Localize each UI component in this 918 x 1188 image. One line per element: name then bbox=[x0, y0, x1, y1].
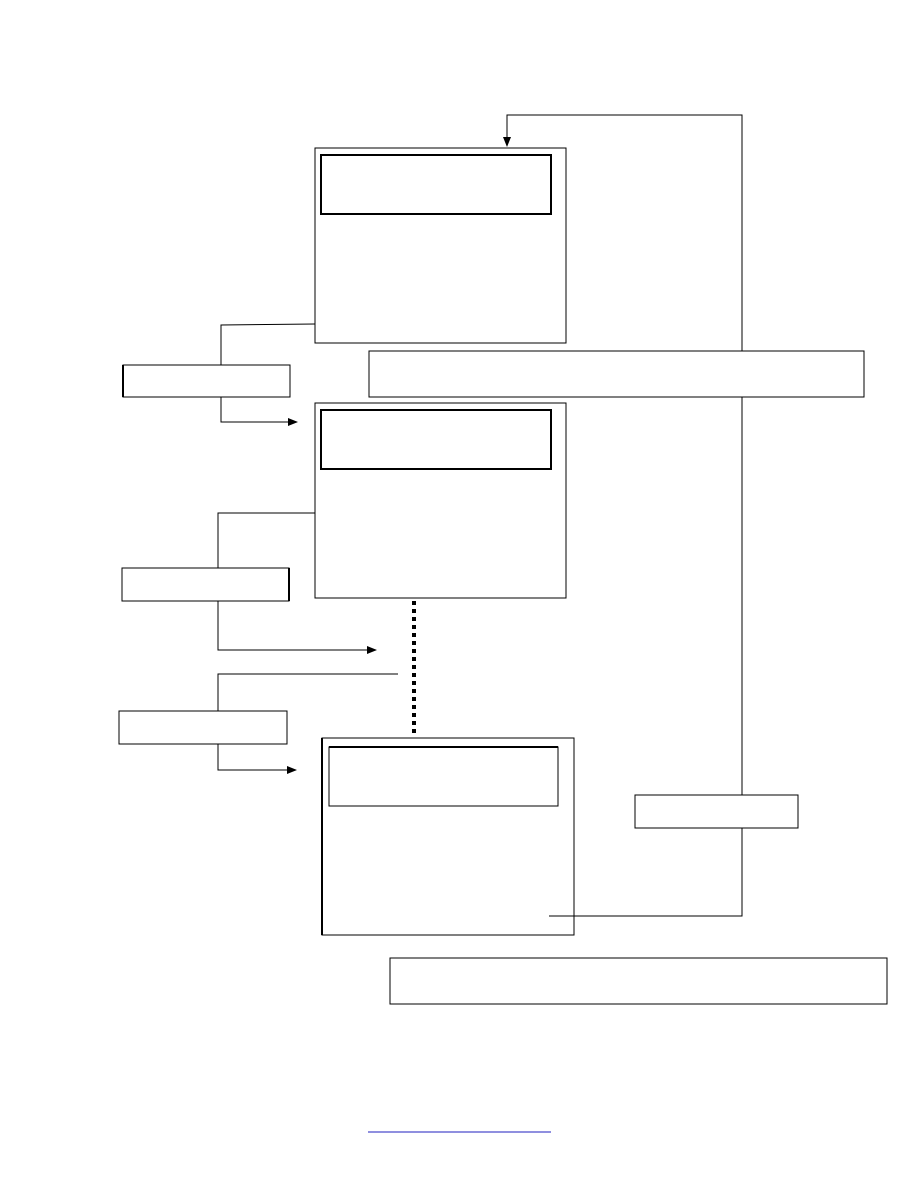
feedback-label-box bbox=[634, 794, 799, 829]
note-1 bbox=[368, 350, 865, 398]
stage-2 bbox=[314, 402, 567, 599]
connector-stage-1-to-stage-2 bbox=[220, 323, 316, 426]
side-label-1-box bbox=[122, 364, 291, 398]
side-label-2-box bbox=[121, 567, 290, 602]
side-label-3-box bbox=[118, 710, 288, 745]
stage-1-title-box bbox=[320, 154, 552, 215]
note-1-box bbox=[368, 350, 865, 398]
stage-1 bbox=[314, 147, 567, 344]
side-label-2 bbox=[121, 567, 290, 602]
side-label-3 bbox=[118, 710, 288, 745]
feedback-label bbox=[634, 794, 799, 829]
note-2 bbox=[389, 957, 888, 1005]
connector-stage-2-to-stage-3 bbox=[217, 512, 398, 774]
feedback-loop bbox=[503, 114, 743, 917]
stage-3-title-box bbox=[328, 746, 559, 807]
side-label-1 bbox=[122, 364, 291, 398]
stage-2-title-box bbox=[320, 409, 552, 470]
note-2-box bbox=[389, 957, 888, 1005]
stage-3 bbox=[321, 737, 575, 936]
